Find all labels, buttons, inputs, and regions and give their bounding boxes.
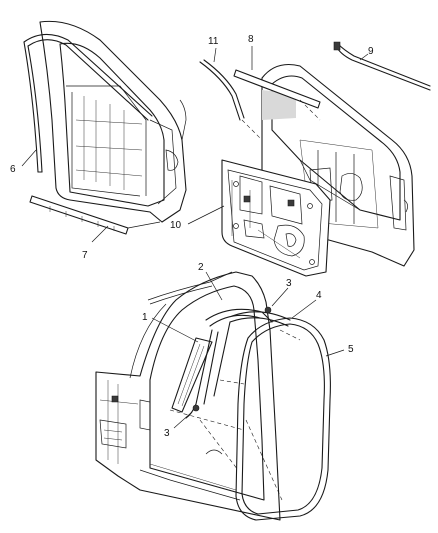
callout-11: 11 (208, 36, 219, 47)
callout-3-upper: 3 (286, 278, 292, 289)
callout-9: 9 (368, 46, 374, 57)
callout-7: 7 (82, 250, 88, 261)
lower-body-opening-assembly (95, 271, 331, 521)
inner-door-panel (221, 159, 331, 277)
callout-1: 1 (142, 312, 148, 323)
callout-labels: 6 7 8 9 10 11 1 2 3 4 5 3 (10, 34, 374, 439)
callout-10: 10 (170, 220, 182, 231)
callout-3-lower: 3 (164, 428, 170, 439)
leader-lines (21, 46, 369, 429)
callout-8: 8 (248, 34, 254, 45)
callout-4: 4 (316, 290, 322, 301)
callout-2: 2 (198, 262, 204, 273)
upper-left-door-assembly (23, 20, 187, 235)
callout-6: 6 (10, 164, 16, 175)
callout-5: 5 (348, 344, 354, 355)
